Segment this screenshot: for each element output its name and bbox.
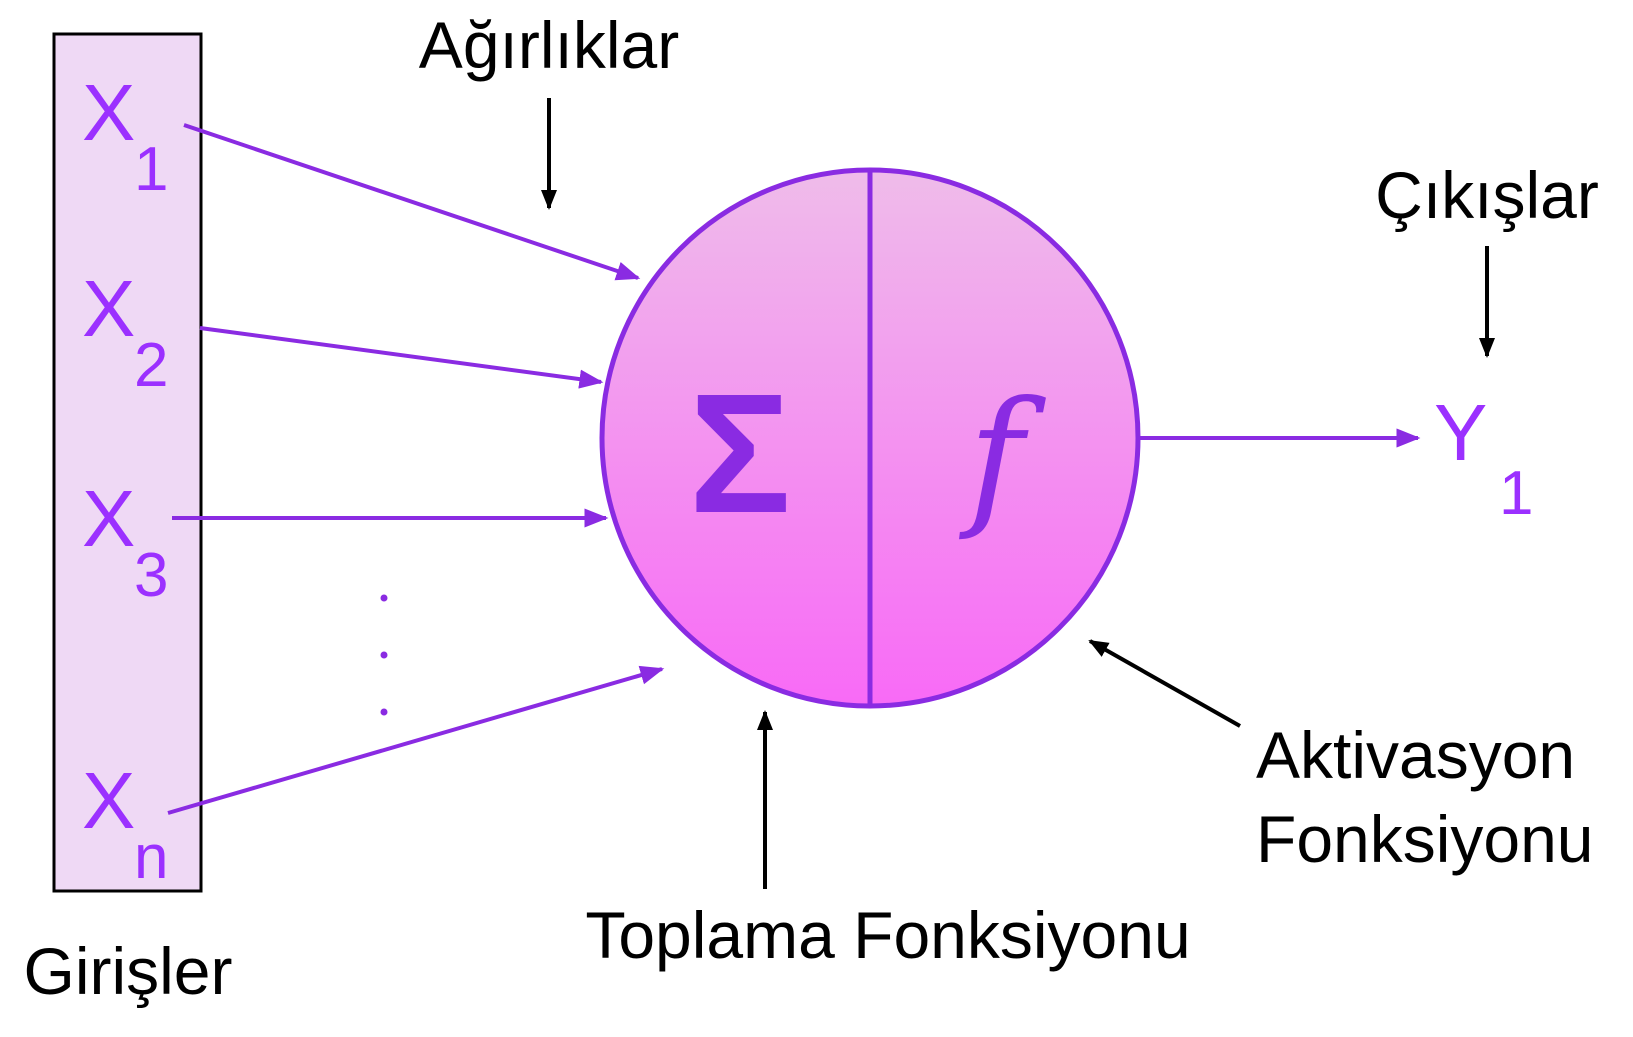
input-x1: X 1 bbox=[82, 68, 168, 204]
weights-label: Ağırlıklar bbox=[419, 8, 679, 82]
input-xn-var: X bbox=[82, 756, 135, 845]
output-y1-var: Y bbox=[1434, 388, 1487, 477]
connection-x1 bbox=[183, 123, 641, 281]
input-x3: X 3 bbox=[82, 474, 168, 610]
input-x2-sub: 2 bbox=[134, 331, 168, 400]
input-x3-sub: 3 bbox=[134, 541, 168, 610]
ellipsis-dots bbox=[380, 594, 388, 716]
input-x1-var: X bbox=[82, 68, 135, 157]
activation-pointer bbox=[1088, 639, 1241, 728]
output-y1: Y 1 bbox=[1434, 388, 1533, 528]
inputs-label: Girişler bbox=[24, 934, 233, 1008]
outputs-label: Çıkışlar bbox=[1375, 158, 1599, 232]
connection-x2 bbox=[199, 326, 604, 389]
summation-symbol: Σ bbox=[689, 359, 791, 549]
input-xn: X n bbox=[82, 756, 168, 892]
input-x1-sub: 1 bbox=[134, 135, 168, 204]
input-x3-var: X bbox=[82, 474, 135, 563]
inputs-box bbox=[52, 32, 203, 893]
summation-function-label: Toplama Fonksiyonu bbox=[585, 898, 1190, 972]
connection-xn bbox=[167, 665, 665, 815]
input-xn-sub: n bbox=[134, 823, 168, 892]
input-x2: X 2 bbox=[82, 264, 168, 400]
input-x2-var: X bbox=[82, 264, 135, 353]
output-y1-sub: 1 bbox=[1499, 459, 1533, 528]
activation-function-label-line1: Aktivasyon bbox=[1256, 718, 1575, 792]
activation-function-label-line2: Fonksiyonu bbox=[1256, 802, 1594, 876]
